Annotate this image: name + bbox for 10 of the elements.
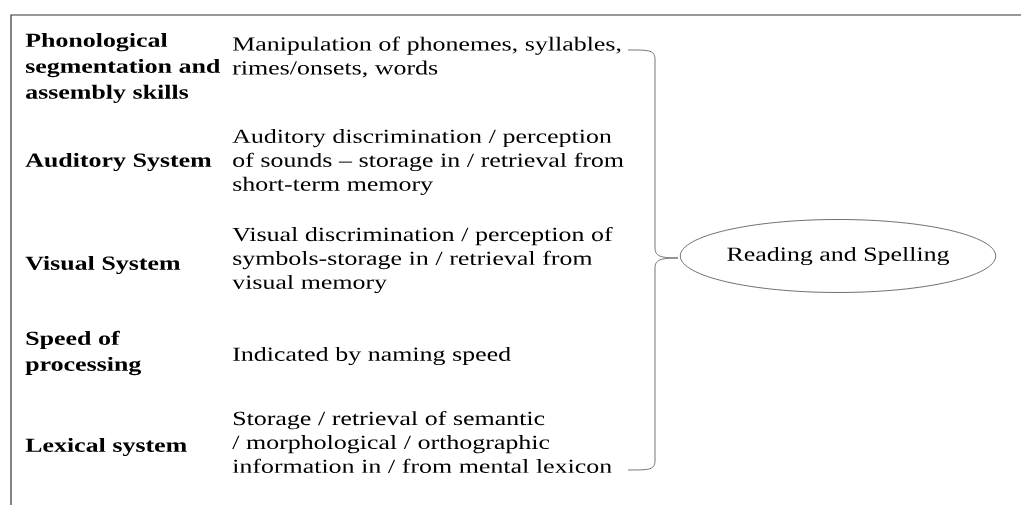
row-heading: Phonological segmentation and assembly skills — [25, 33, 221, 103]
row-heading: Speed of processing — [25, 330, 142, 376]
row-heading: Lexical system — [25, 437, 187, 457]
description-text: Indicated by naming speed — [233, 346, 511, 366]
description-text: Storage / retrieval of semantic / morphological / orthographic information in / from mental lexicon — [232, 410, 612, 473]
description-text: Auditory discrimination / perception of sounds – storage in / retrieval from short-term memory — [232, 129, 624, 195]
description-text: Manipulation of phonemes, syllables, rimes/onsets, words — [232, 36, 621, 78]
description-text: Visual discrimination / perception of symbols-storage in / retrieval from visual memory — [232, 226, 613, 294]
row-heading: Auditory System — [25, 152, 212, 172]
row-heading: Visual System — [25, 255, 181, 275]
